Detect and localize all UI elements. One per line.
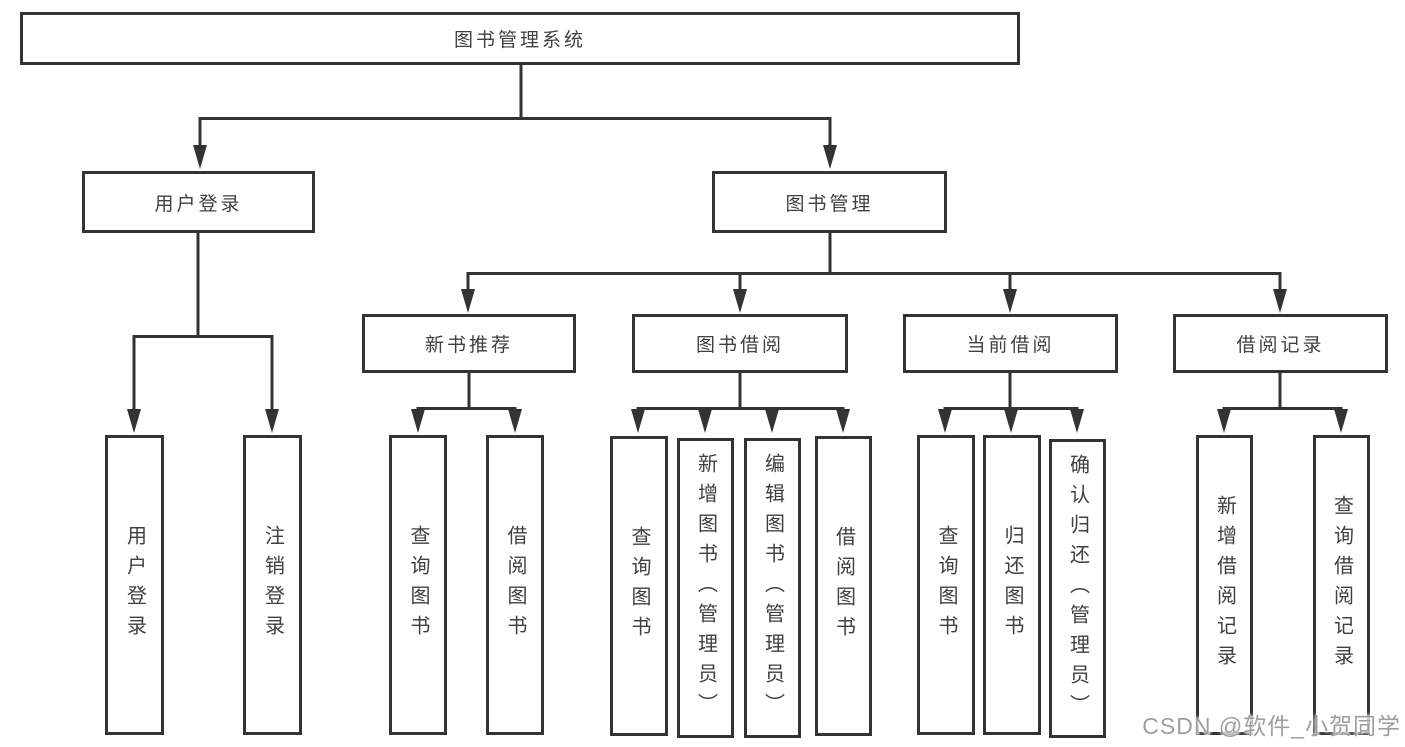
leaf-label: 查询图书 [407,525,429,645]
node-book-management-system: 图书管理系统 [20,12,1020,65]
leaf-user-login: 用户登录 [105,435,164,735]
node-label: 用户登录 [154,193,243,215]
connector-borrow-records [1222,373,1343,412]
arrowhead [193,145,207,169]
node-label: 图书管理 [785,193,874,215]
node-label: 图书管理系统 [453,30,586,51]
leaf-edit-book-admin: 编辑图书（管理员） [744,438,801,738]
node-book-management: 图书管理 [712,171,947,233]
connector-root [198,64,832,147]
leaf-label: 查询借阅记录 [1330,495,1353,675]
node-label: 借阅记录 [1236,335,1325,356]
leaf-query-borrow-record: 查询借阅记录 [1313,435,1370,735]
leaf-query-book-borrow: 查询图书 [610,436,668,736]
leaf-label: 确认归还（管理员） [1066,453,1089,724]
connector-book-management [466,233,1282,291]
arrowhead [1273,289,1287,313]
watermark: CSDN @软件_小贺同学 [1142,713,1401,739]
arrowhead [698,409,712,433]
node-label: 当前借阅 [966,335,1055,356]
connector-new-book-recommend [416,373,517,412]
leaf-borrow-book: 借阅图书 [815,436,872,736]
arrowhead [508,409,522,433]
leaf-confirm-return-admin: 确认归还（管理员） [1049,439,1106,738]
leaf-logout-login: 注销登录 [243,435,302,735]
leaf-label: 借阅图书 [504,525,526,645]
connector-book-borrow [636,373,845,412]
leaf-label: 新增借阅记录 [1213,495,1236,675]
leaf-label: 查询图书 [628,526,650,646]
node-book-borrow: 图书借阅 [632,314,848,373]
leaf-query-book-recommend: 查询图书 [389,435,447,735]
connector-current-borrow [943,373,1079,412]
leaf-add-book-admin: 新增图书（管理员） [677,438,734,738]
leaf-label: 注销登录 [261,525,284,645]
leaf-query-book-current: 查询图书 [917,435,975,735]
node-borrow-records: 借阅记录 [1173,314,1388,373]
arrowhead [938,409,952,433]
arrowhead [1004,409,1018,433]
arrowhead [127,409,141,433]
leaf-return-book: 归还图书 [983,435,1041,735]
leaf-label: 编辑图书（管理员） [761,453,784,723]
leaf-label: 查询图书 [935,525,957,645]
arrowhead [733,289,747,313]
arrowhead [1334,409,1348,433]
node-user-login: 用户登录 [82,171,315,233]
leaf-label: 用户登录 [123,525,146,645]
leaf-label: 归还图书 [1001,525,1023,645]
leaf-label: 新增图书（管理员） [694,453,717,723]
node-label: 图书借阅 [695,335,784,356]
arrowhead [823,145,837,169]
arrowhead [411,409,425,433]
arrowhead [1003,289,1017,313]
leaf-add-borrow-record: 新增借阅记录 [1196,435,1253,735]
leaf-label: 借阅图书 [832,526,855,646]
arrowhead [765,409,779,433]
node-label: 新书推荐 [424,335,513,356]
node-new-book-recommend: 新书推荐 [362,314,576,373]
arrowhead [1070,409,1084,433]
connector-user-login [132,233,274,411]
arrowhead [265,409,279,433]
arrowhead [631,409,645,433]
arrowhead [461,289,475,313]
arrowhead [836,409,850,433]
leaf-borrow-book-recommend: 借阅图书 [486,435,544,735]
arrowhead [1217,409,1231,433]
node-current-borrow: 当前借阅 [903,314,1118,373]
